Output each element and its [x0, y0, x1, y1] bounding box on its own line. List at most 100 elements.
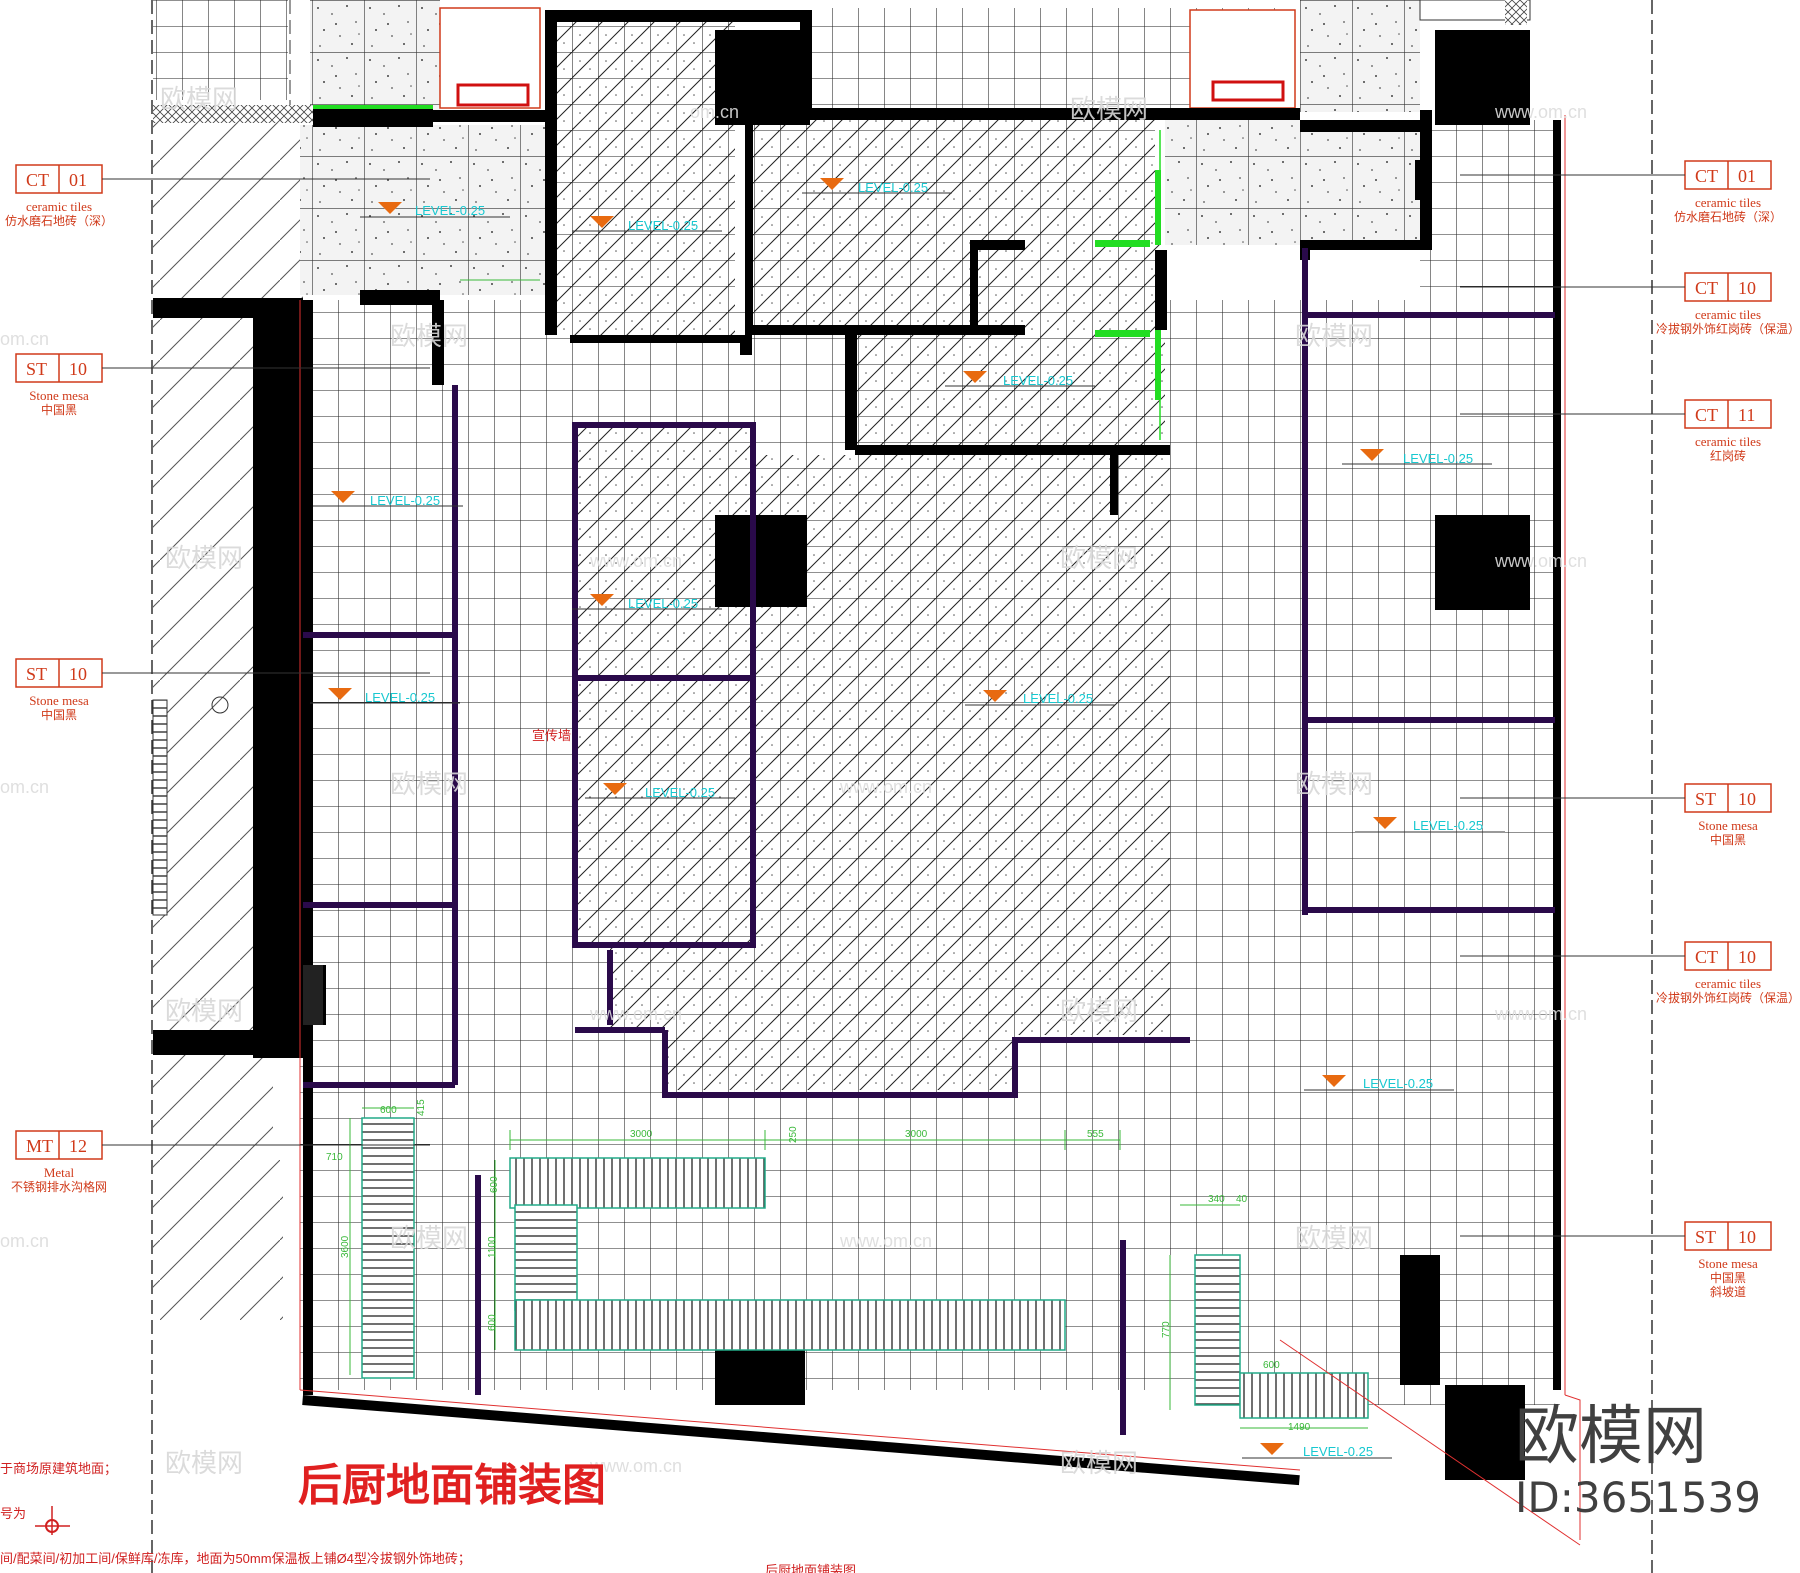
dim-text: 340 — [1208, 1194, 1225, 1205]
tag-material-cn: 冷拔钢外饰红岗砖（保温） — [1656, 990, 1800, 1005]
tag-code: MT — [26, 1136, 53, 1156]
tag-material-cn: 中国黑 — [41, 402, 77, 417]
dim-text: 770 — [1161, 1321, 1172, 1338]
watermark: www.om.cn — [589, 1456, 682, 1476]
level-marker-icon — [802, 178, 952, 194]
tag-material-cn: 仿水磨石地砖（深） — [5, 213, 113, 228]
tag-number: 01 — [69, 170, 87, 190]
tag-material-en: Stone mesa — [29, 388, 89, 403]
watermark: 欧模网 — [1070, 94, 1148, 124]
room-label: 宣传墙 — [532, 728, 571, 743]
note-line: 间/配菜间/初加工间/保鲜库/冻库，地面为50mm保温板上铺Ø4型冷拔钢外饰地砖… — [0, 1551, 471, 1567]
tag-code: CT — [1695, 278, 1718, 298]
tag-material-en: Metal — [44, 1165, 75, 1180]
level-marker-icon — [360, 202, 510, 218]
dim-text: 600 — [487, 1314, 498, 1331]
tag-code: CT — [1695, 166, 1718, 186]
watermark: om.cn — [0, 1231, 49, 1251]
tag-material-cn: 冷拔钢外饰红岗砖（保温） — [1656, 321, 1800, 336]
tag-code: ST — [26, 664, 47, 684]
tag-material-cn: 仿水磨石地砖（深） — [1674, 209, 1782, 224]
tag-number: 10 — [1738, 789, 1756, 809]
dim-text: 600 — [380, 1105, 397, 1116]
level-marker-icon — [572, 594, 722, 610]
watermark: www.om.cn — [839, 777, 932, 797]
drawing-title: 后厨地面铺装图 — [298, 1460, 606, 1511]
tag-material-en: Stone mesa — [1698, 818, 1758, 833]
level-label: LEVEL-0.25 — [628, 218, 698, 233]
tag-material-en: ceramic tiles — [26, 199, 92, 214]
tag-code: CT — [26, 170, 49, 190]
level-label: LEVEL-0.25 — [628, 596, 698, 611]
tag-number: 10 — [69, 664, 87, 684]
level-marker-icon — [1355, 817, 1505, 833]
level-label: LEVEL-0.25 — [1023, 691, 1093, 706]
tag-number: 12 — [69, 1136, 87, 1156]
watermark: 欧模网 — [1060, 996, 1138, 1026]
tag-material-en: ceramic tiles — [1695, 976, 1761, 991]
note-line: 号为 — [0, 1506, 26, 1521]
tag-number: 01 — [1738, 166, 1756, 186]
dim-text: 415 — [416, 1099, 427, 1116]
level-marker-icon — [965, 690, 1115, 706]
drawing-title-below: 后厨地面铺装图 — [765, 1563, 856, 1573]
watermark: 欧模网 — [1060, 1448, 1138, 1478]
tag-material-cn: 不锈钢排水沟格网 — [11, 1179, 107, 1194]
dim-text: 600 — [489, 1176, 500, 1193]
dim-text: 3600 — [340, 1235, 351, 1258]
level-label: LEVEL-0.25 — [645, 785, 715, 800]
watermark: 欧模网 — [390, 321, 468, 351]
watermark: www.om.cn — [839, 1231, 932, 1251]
section-symbol-icon — [35, 1506, 70, 1535]
level-label: LEVEL-0.25 — [370, 493, 440, 508]
level-marker-icon — [1304, 1075, 1454, 1091]
level-marker-icon — [572, 216, 722, 232]
dim-text: 600 — [1263, 1360, 1280, 1371]
watermark: 欧模网 — [1060, 543, 1138, 573]
tag-code: ST — [1695, 789, 1716, 809]
watermark: 欧模网 — [1295, 769, 1373, 799]
dim-text: 3000 — [630, 1129, 653, 1140]
tag-number: 10 — [1738, 278, 1756, 298]
watermark: om.cn — [690, 102, 739, 122]
dim-text: 3000 — [905, 1129, 928, 1140]
watermark: om.cn — [0, 777, 49, 797]
tag-material-note: 斜坡道 — [1710, 1285, 1746, 1299]
level-marker-icon — [1242, 1443, 1392, 1459]
note-line: 于商场原建筑地面； — [0, 1461, 117, 1477]
tag-code: CT — [1695, 947, 1718, 967]
level-label: LEVEL-0.25 — [1003, 373, 1073, 388]
tag-material-en: ceramic tiles — [1695, 434, 1761, 449]
tag-number: 11 — [1738, 405, 1755, 425]
level-label: LEVEL-0.25 — [415, 203, 485, 218]
dim-text: 1100 — [487, 1236, 498, 1258]
watermark: www.om.cn — [1494, 551, 1587, 571]
watermark: 欧模网 — [390, 1223, 468, 1253]
tag-material-en: Stone mesa — [29, 693, 89, 708]
tag-number: 10 — [1738, 1227, 1756, 1247]
dim-text: 1490 — [1288, 1422, 1311, 1433]
dim-text: 40 — [1236, 1194, 1248, 1205]
watermark: om.cn — [0, 329, 49, 349]
watermark: 欧模网 — [1295, 1223, 1373, 1253]
watermark: 欧模网 — [1295, 321, 1373, 351]
watermark: www.om.cn — [1494, 102, 1587, 122]
watermark: www.om.cn — [1494, 1004, 1587, 1024]
tag-code: CT — [1695, 405, 1718, 425]
level-marker-icon — [313, 491, 463, 507]
level-label: LEVEL-0.25 — [1363, 1076, 1433, 1091]
tag-material-en: ceramic tiles — [1695, 307, 1761, 322]
tag-code: ST — [1695, 1227, 1716, 1247]
brand-id: ID:3651539 — [1515, 1473, 1761, 1522]
level-label: LEVEL-0.25 — [858, 180, 928, 195]
dim-text: 250 — [788, 1126, 799, 1143]
